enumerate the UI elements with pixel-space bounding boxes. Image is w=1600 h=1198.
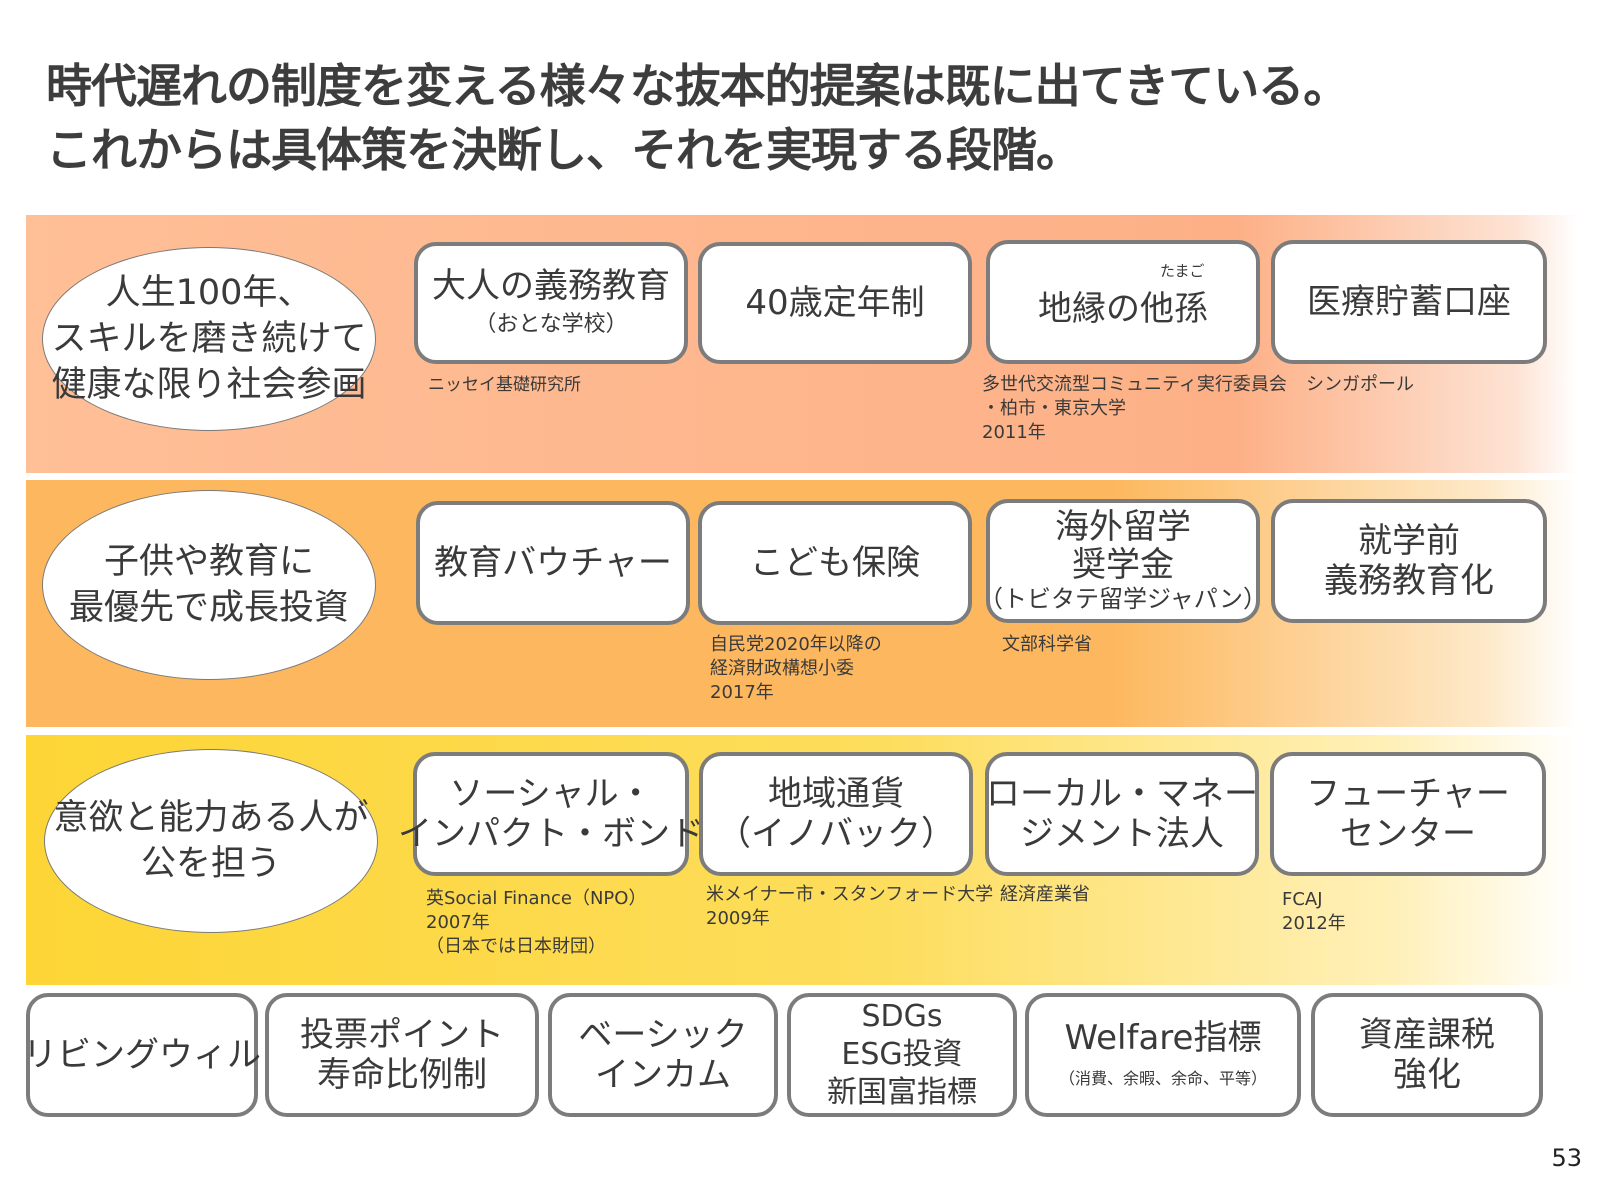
card-title: こども保険 [750,543,920,583]
card-title: 資産課税 [1359,1015,1495,1055]
card-local-currency[interactable]: 地域通貨 （イノバック） [699,752,973,876]
card-adult-compulsory-education[interactable]: 大人の義務教育 （おとな学校） [414,242,688,364]
card-asset-taxation[interactable]: 資産課税 強化 [1311,993,1543,1117]
card-welfare-index[interactable]: Welfare指標 （消費、余暇、余命、平等） [1025,993,1301,1117]
theme-line: 健康な限り社会参画 [51,365,367,405]
page-title: 時代遅れの制度を変える様々な抜本的提案は既に出てきている。 これからは具体策を決… [46,54,1546,182]
card-title: 強化 [1393,1055,1461,1095]
card-title: 寿命比例制 [317,1055,487,1095]
card-title: リビングウィル [23,1035,261,1075]
card-title: 大人の義務教育 [432,266,670,306]
card-title: 新国富指標 [827,1075,977,1110]
card-retire-at-40[interactable]: 40歳定年制 [698,242,972,364]
theme-line: 公を担う [140,844,281,884]
card-title: ジメント法人 [1020,814,1224,854]
card-local-management-corp[interactable]: ローカル・マネー ジメント法人 [985,752,1259,876]
card-title: 地域通貨 [768,774,904,814]
card-title: 海外留学 [1055,507,1191,547]
card-title: ローカル・マネー [986,774,1258,814]
card-title: フューチャー [1306,774,1510,814]
theme-ellipse-children-education: 子供や教育に 最優先で成長投資 [42,490,376,680]
card-source-note: 多世代交流型コミュニティ実行委員会 ・柏市・東京大学 2011年 [982,374,1287,443]
card-education-voucher[interactable]: 教育バウチャー [416,501,690,625]
card-title: 地縁の他孫 [1038,289,1208,329]
card-sdgs-esg[interactable]: SDGs ESG投資 新国富指標 [787,993,1017,1117]
theme-line: スキルを磨き続けて [51,319,367,359]
card-subtitle: （おとな学校） [474,312,628,337]
card-future-center[interactable]: フューチャー センター [1270,752,1546,876]
theme-line: 人生100年、 [105,273,313,313]
card-subtitle: （トビタテ留学ジャパン） [979,585,1267,613]
card-preschool-compulsory[interactable]: 就学前 義務教育化 [1271,499,1547,623]
card-vote-points-life-proportional[interactable]: 投票ポイント 寿命比例制 [265,993,539,1117]
card-source-note: 自民党2020年以降の 経済財政構想小委 2017年 [710,634,882,703]
card-title: Welfare指標 [1064,1018,1262,1058]
card-medical-savings-account[interactable]: 医療貯蓄口座 [1271,240,1547,364]
card-title: センター [1340,814,1476,854]
card-community-grandchild[interactable]: 地縁の他孫 [986,240,1260,364]
title-line-2: これからは具体策を決断し、それを実現する段階。 [46,123,1082,177]
card-source-note: ニッセイ基礎研究所 [428,375,581,395]
card-title: インパクト・ボンド [398,814,704,854]
card-title: ソーシャル・ [449,774,653,814]
card-title: 40歳定年制 [745,283,925,323]
card-basic-income[interactable]: ベーシック インカム [548,993,778,1117]
card-title: 投票ポイント [300,1015,504,1055]
theme-ellipse-public-service: 意欲と能力ある人が 公を担う [44,749,378,933]
title-line-1: 時代遅れの制度を変える様々な抜本的提案は既に出てきている。 [46,59,1349,113]
card-title: ESG投資 [841,1037,963,1072]
card-title: 教育バウチャー [434,543,672,583]
card-study-abroad-scholarship[interactable]: 海外留学 奨学金 （トビタテ留学ジャパン） [979,499,1267,623]
card-source-note: 米メイナー市・スタンフォード大学 2009年 [706,884,994,929]
card-living-will[interactable]: リビングウィル [23,993,261,1117]
card-source-note: FCAJ 2012年 [1282,889,1346,934]
theme-line: 最優先で成長投資 [68,588,349,628]
card-title: 就学前 [1358,521,1460,561]
card-title: インカム [595,1055,731,1095]
card-title: SDGs [861,999,943,1034]
theme-line: 子供や教育に [103,542,314,582]
theme-ellipse-life-100: 人生100年、 スキルを磨き続けて 健康な限り社会参画 [42,247,376,431]
card-source-note: 文部科学省 [1002,634,1092,655]
card-child-insurance[interactable]: こども保険 [698,501,972,625]
card-source-note: シンガポール [1306,374,1414,395]
card-source-note: 英Social Finance（NPO） 2007年 （日本では日本財団） [426,888,647,957]
card-title: ベーシック [578,1015,748,1055]
card-title: （イノバック） [717,814,955,854]
page-number: 53 [1551,1144,1582,1172]
card-title: 医療貯蓄口座 [1307,282,1511,322]
furigana-tamago: たまご [1160,262,1205,280]
theme-line: 意欲と能力ある人が [53,798,369,838]
card-subtitle: （消費、余暇、余命、平等） [1058,1069,1267,1088]
card-social-impact-bond[interactable]: ソーシャル・ インパクト・ボンド [398,752,704,876]
card-source-note: 経済産業省 [1000,884,1090,905]
card-title: 奨学金 [1072,545,1174,585]
card-title: 義務教育化 [1324,561,1494,601]
